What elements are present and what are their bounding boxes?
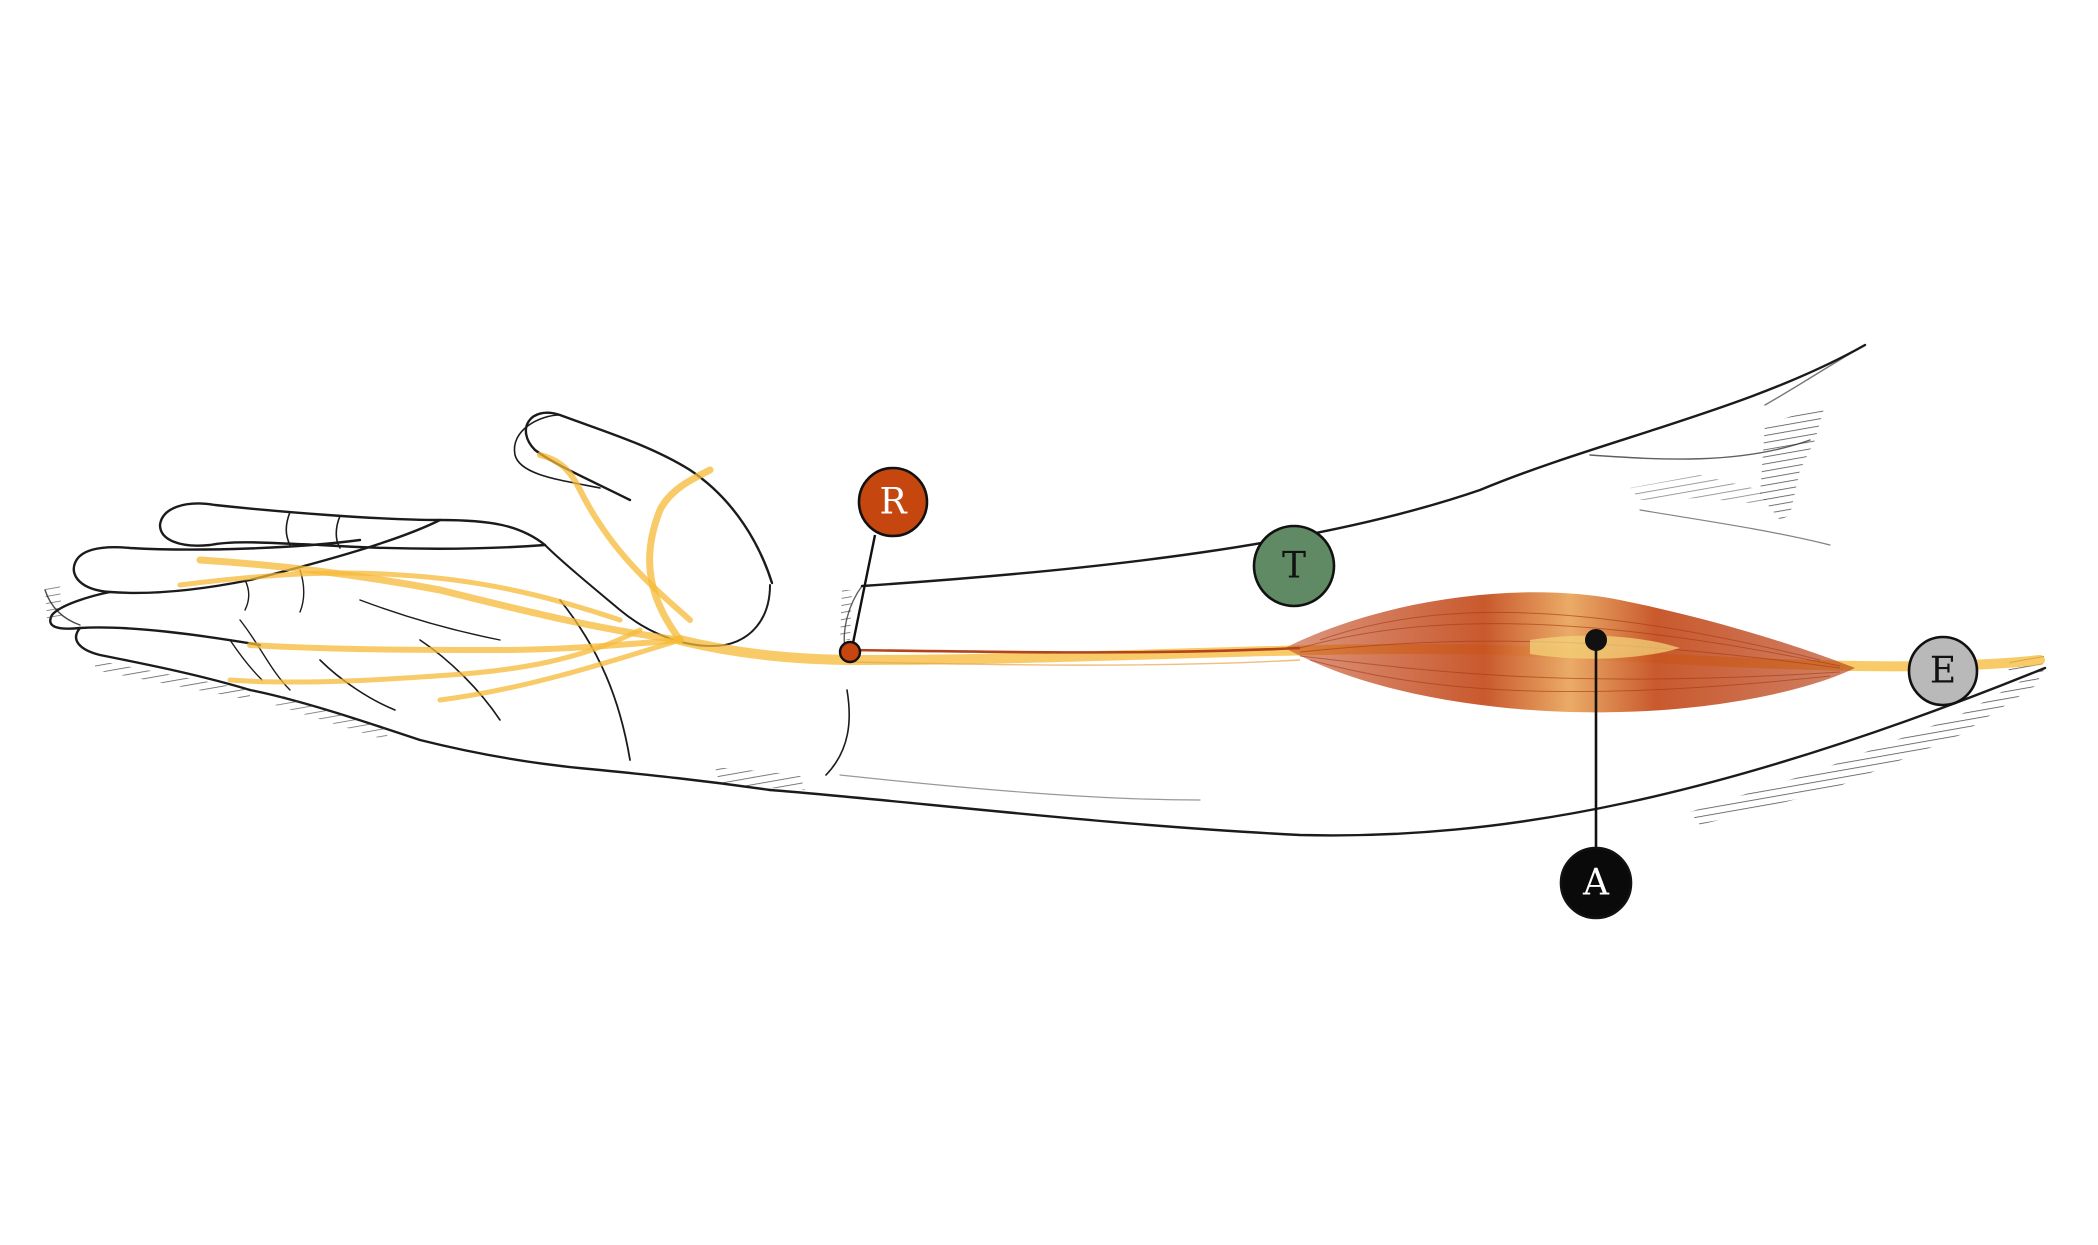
label-t-badge — [1252, 524, 1336, 608]
arm-outline — [768, 343, 2047, 837]
tendon-line — [849, 646, 1301, 654]
label-t-marker: T — [1252, 524, 1336, 608]
muscle — [1285, 592, 1855, 713]
hand-hatches — [45, 585, 390, 740]
label-e-text: E — [1930, 651, 1956, 692]
label-e-badge — [1907, 635, 1979, 707]
label-r-text: R — [879, 482, 907, 523]
label-t-text: T — [1282, 546, 1306, 587]
label-a-marker: A — [1559, 629, 1633, 920]
label-r-marker: R — [838, 466, 929, 664]
label-a-text: A — [1582, 863, 1610, 904]
label-a-badge — [1559, 846, 1633, 920]
label-r-badge — [857, 466, 929, 538]
label-e-marker: E — [1907, 635, 1979, 707]
hand-outline — [44, 411, 774, 792]
